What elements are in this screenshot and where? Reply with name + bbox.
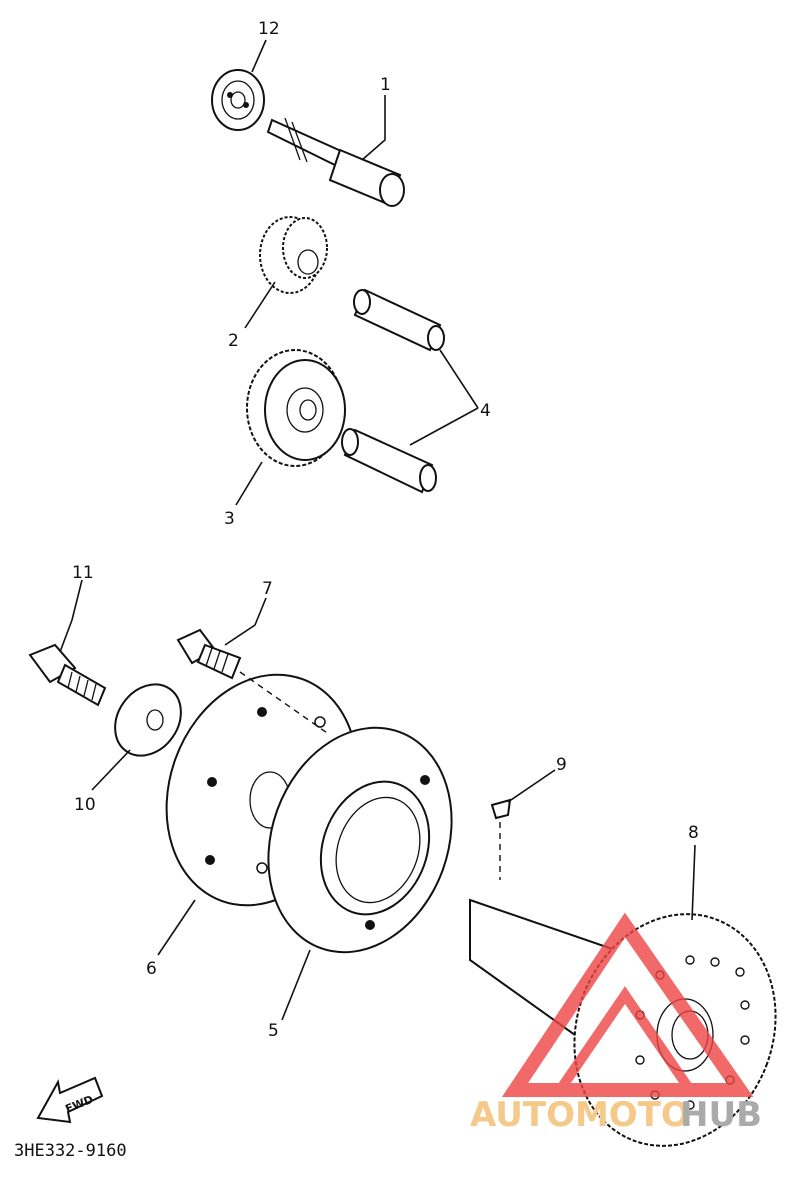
- callout-7: 7: [262, 579, 273, 599]
- bearing-12: [211, 69, 265, 131]
- shaft-1: [266, 117, 405, 207]
- watermark-logo-icon: [501, 912, 754, 1097]
- callout-10: 10: [74, 795, 96, 815]
- callout-5: 5: [268, 1021, 279, 1041]
- gear-3: [246, 349, 346, 467]
- pin-4-lower: [341, 428, 437, 494]
- leader-8: [691, 844, 696, 921]
- leader-12: [251, 39, 267, 73]
- leader-1: [361, 95, 386, 161]
- drawing-code: 3HE332-9160: [14, 1141, 127, 1161]
- leader-4: [409, 349, 479, 446]
- callout-8: 8: [688, 823, 699, 843]
- leader-11: [59, 579, 83, 653]
- key-9: [490, 798, 512, 880]
- callout-6: 6: [146, 959, 157, 979]
- callout-12: 12: [258, 19, 280, 39]
- alignment-line: [239, 671, 331, 736]
- gear-2: [259, 216, 328, 294]
- leader-10: [91, 749, 131, 791]
- leader-2: [244, 281, 276, 329]
- callout-11: 11: [72, 563, 94, 583]
- bolt-11: [28, 643, 107, 707]
- leader-7: [224, 597, 267, 646]
- bolt-7: [176, 628, 242, 680]
- leader-9: [507, 769, 556, 803]
- callout-3: 3: [224, 509, 235, 529]
- leader-5: [281, 949, 311, 1021]
- washer-10: [114, 683, 182, 757]
- leader-6: [157, 899, 196, 956]
- pin-4-upper: [353, 288, 445, 352]
- leader-3: [235, 461, 263, 506]
- callout-2: 2: [228, 331, 239, 351]
- watermark-word-a: AUTOMOTO: [470, 1095, 690, 1135]
- callout-9: 9: [556, 755, 567, 775]
- fwd-arrow: FWD: [36, 1076, 104, 1124]
- callout-1: 1: [380, 75, 391, 95]
- clutch-5: [267, 726, 453, 954]
- watermark-word-b: HUB: [680, 1095, 762, 1135]
- callout-4: 4: [480, 401, 491, 421]
